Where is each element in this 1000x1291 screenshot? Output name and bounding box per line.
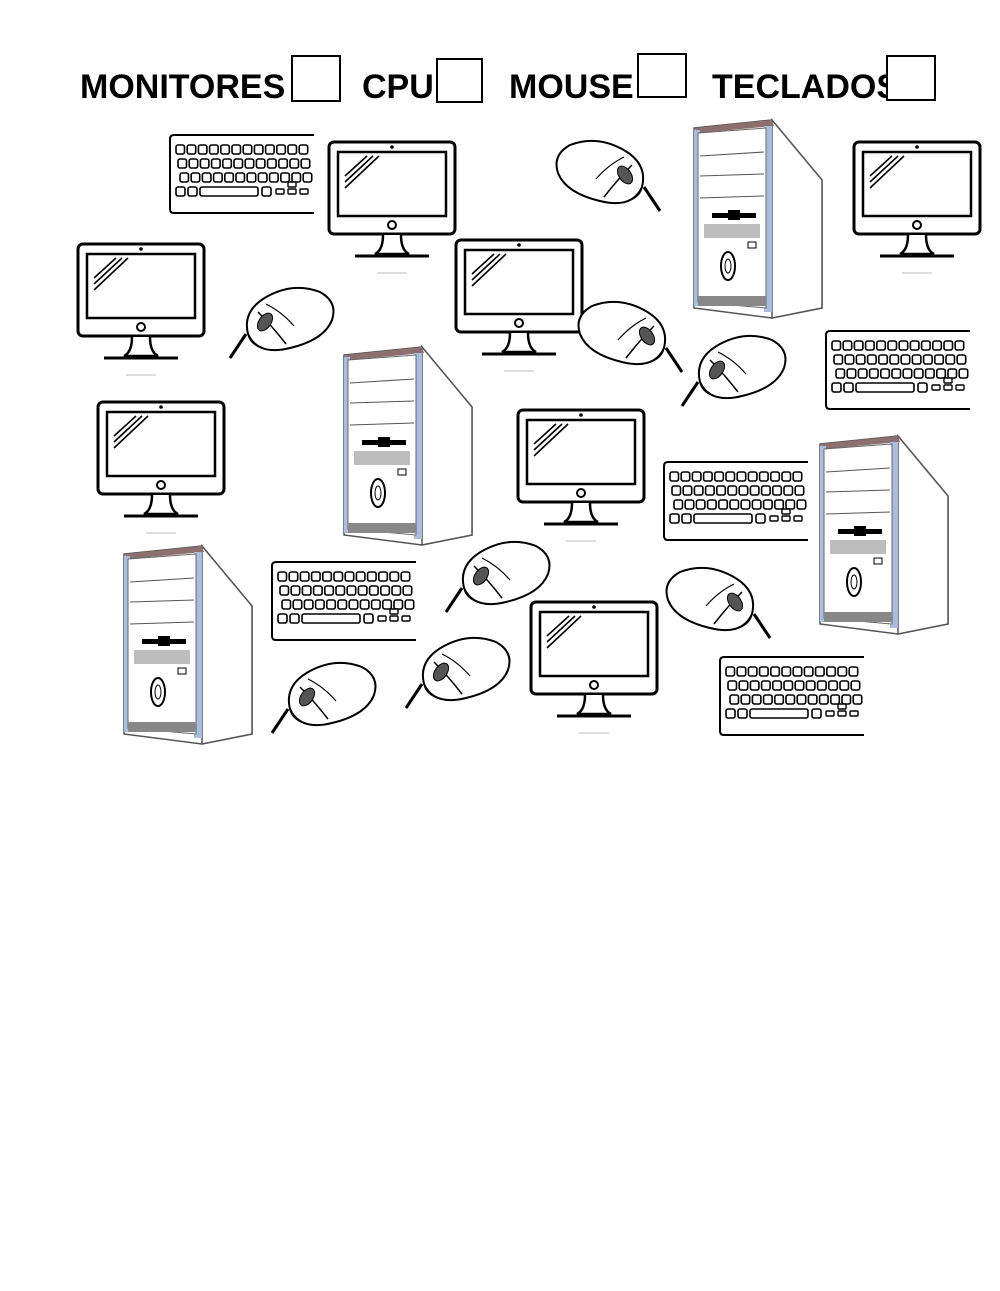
monitor-icon [327, 140, 457, 275]
label-mouse: MOUSE [509, 68, 634, 106]
mouse-icon [228, 282, 338, 362]
mouse-icon [680, 330, 790, 410]
label-teclados: TECLADOS [712, 68, 899, 106]
keyboard-icon [824, 329, 970, 411]
label-cpu: CPU [362, 68, 434, 106]
mouse-icon [270, 657, 380, 737]
keyboard-icon [662, 460, 808, 542]
cpu-tower-icon [334, 344, 474, 546]
keyboard-icon [718, 655, 864, 737]
keyboard-icon [270, 560, 416, 642]
cpu-tower-icon [114, 543, 254, 745]
cpu-tower-icon [810, 433, 950, 635]
monitor-icon [454, 238, 584, 373]
mouse-icon [662, 562, 772, 642]
monitor-icon [529, 600, 659, 735]
label-monitores: MONITORES [80, 68, 286, 106]
cpu-tower-icon [684, 117, 824, 319]
monitor-icon [76, 242, 206, 377]
answer-box-mouse[interactable] [637, 53, 687, 98]
keyboard-icon [168, 133, 314, 215]
mouse-icon [404, 632, 514, 712]
monitor-icon [516, 408, 646, 543]
mouse-icon [574, 296, 684, 376]
answer-box-teclados[interactable] [886, 55, 936, 101]
monitor-icon [96, 400, 226, 535]
answer-box-monitores[interactable] [291, 55, 341, 102]
answer-box-cpu[interactable] [436, 58, 483, 103]
mouse-icon [444, 536, 554, 616]
monitor-icon [852, 140, 982, 275]
mouse-icon [552, 135, 662, 215]
